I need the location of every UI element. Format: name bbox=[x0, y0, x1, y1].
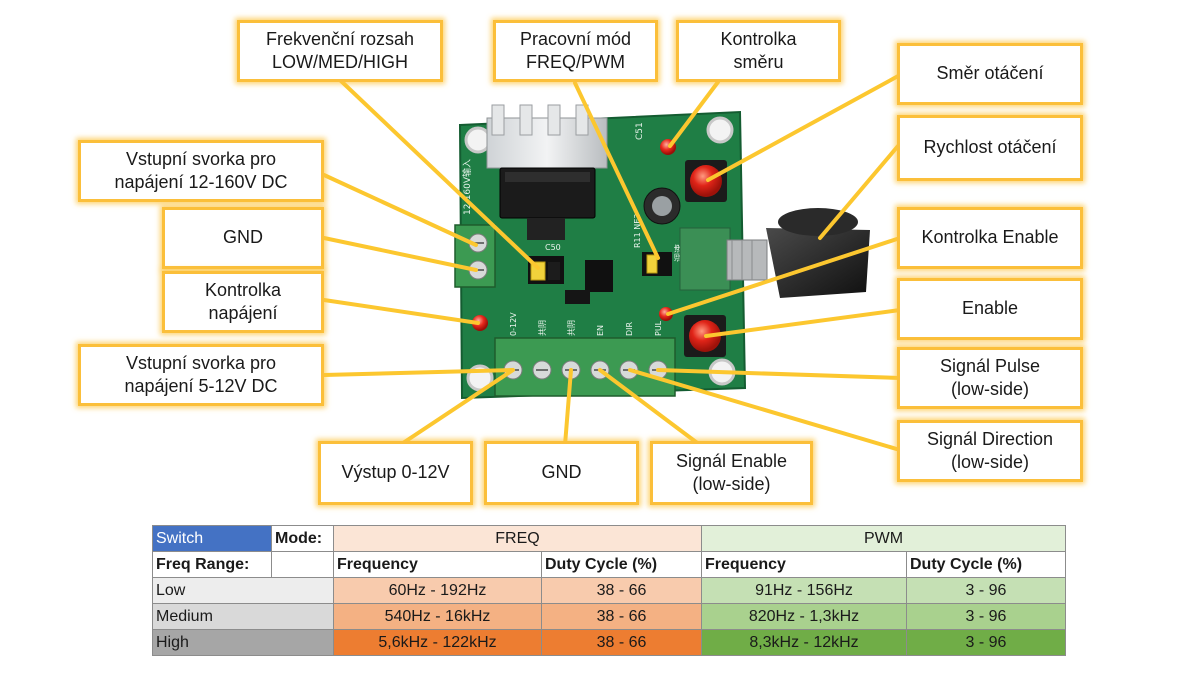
silk-term-1: 共阴 bbox=[538, 320, 547, 336]
pwm-duty-cell: 3 - 96 bbox=[906, 577, 1066, 604]
callout-gnd-left: GND bbox=[162, 207, 324, 269]
table-row: High 5,6kHz - 122kHz 38 - 66 8,3kHz - 12… bbox=[152, 629, 1066, 656]
callout-enable-led: Kontrolka Enable bbox=[897, 207, 1083, 269]
pwm-duty-cell: 3 - 96 bbox=[906, 629, 1066, 656]
pwm-group-header: PWM bbox=[701, 525, 1066, 552]
col-pwm-duty: Duty Cycle (%) bbox=[906, 551, 1066, 578]
switch-cell: Switch bbox=[152, 525, 272, 552]
mount-hole-tr bbox=[706, 116, 734, 144]
leader-freq-range bbox=[338, 78, 540, 270]
callout-gnd-bottom: GND bbox=[484, 441, 639, 505]
callout-input-12-160: Vstupní svorka pro napájení 12-160V DC bbox=[78, 140, 324, 202]
ic-chip bbox=[565, 260, 613, 304]
freq-range-jumper bbox=[528, 256, 564, 284]
leader-rotation-speed bbox=[818, 144, 900, 240]
callout-power-led: Kontrolka napájení bbox=[162, 271, 324, 333]
leader-enable bbox=[704, 308, 902, 338]
motor-controller-board: 12-160V输入 C51 C50 R11 NE3 调速 bbox=[322, 73, 902, 452]
row-name: High bbox=[152, 629, 334, 656]
leader-output-0-12 bbox=[398, 368, 515, 447]
table-subheader-row: Freq Range: Frequency Duty Cycle (%) Fre… bbox=[152, 551, 1066, 578]
table-header-row: Switch Mode: FREQ PWM bbox=[152, 525, 1066, 552]
freq-frequency-cell: 540Hz - 16kHz bbox=[333, 603, 542, 630]
callout-rotation-speed: Rychlost otáčení bbox=[897, 115, 1083, 181]
col-freq-frequency: Frequency bbox=[333, 551, 542, 578]
mode-table: Switch Mode: FREQ PWM Freq Range: Freque… bbox=[152, 525, 1066, 656]
table-row: Low 60Hz - 192Hz 38 - 66 91Hz - 156Hz 3 … bbox=[152, 577, 1066, 604]
silk-term-0: 0-12V bbox=[509, 312, 518, 336]
callout-signal-direction: Signál Direction (low-side) bbox=[897, 420, 1083, 482]
heatsink bbox=[486, 104, 608, 240]
leader-lines bbox=[322, 73, 902, 452]
silk-term-4: DIR bbox=[625, 321, 634, 336]
table-row: Medium 540Hz - 16kHz 38 - 66 820Hz - 1,3… bbox=[152, 603, 1066, 630]
leader-enable-led bbox=[666, 236, 902, 316]
silk-term-2: 共阴 bbox=[567, 320, 576, 336]
silk-term-5: PUL bbox=[654, 320, 663, 336]
row-name: Low bbox=[152, 577, 334, 604]
freq-duty-cell: 38 - 66 bbox=[541, 629, 702, 656]
callout-direction-led: Kontrolka směru bbox=[676, 20, 841, 82]
leader-gnd-bottom bbox=[563, 368, 573, 447]
col-pwm-frequency: Frequency bbox=[701, 551, 907, 578]
range-label-cell: Freq Range: bbox=[152, 551, 272, 578]
leader-work-mode bbox=[573, 81, 660, 260]
silk-c51: C51 bbox=[635, 122, 645, 140]
pwm-frequency-cell: 91Hz - 156Hz bbox=[701, 577, 907, 604]
callout-input-5-12: Vstupní svorka pro napájení 5-12V DC bbox=[78, 344, 324, 406]
callout-signal-pulse: Signál Pulse (low-side) bbox=[897, 347, 1083, 409]
freq-frequency-cell: 5,6kHz - 122kHz bbox=[333, 629, 542, 656]
col-freq-duty: Duty Cycle (%) bbox=[541, 551, 702, 578]
leader-rotation-dir bbox=[706, 73, 902, 182]
leader-signal-pulse bbox=[656, 368, 902, 380]
callout-rotation-dir: Směr otáčení bbox=[897, 43, 1083, 105]
leader-signal-direction bbox=[628, 368, 902, 452]
capacitor bbox=[643, 187, 681, 225]
silk-c50: C50 bbox=[545, 243, 561, 252]
leader-direction-led bbox=[668, 80, 720, 148]
freq-frequency-cell: 60Hz - 192Hz bbox=[333, 577, 542, 604]
callout-signal-enable: Signál Enable (low-side) bbox=[650, 441, 813, 505]
freq-group-header: FREQ bbox=[333, 525, 702, 552]
speed-potentiometer bbox=[679, 227, 768, 291]
pwm-frequency-cell: 8,3kHz - 12kHz bbox=[701, 629, 907, 656]
callout-freq-range: Frekvenční rozsah LOW/MED/HIGH bbox=[237, 20, 443, 82]
silk-term-3: EN bbox=[596, 325, 605, 336]
pwm-duty-cell: 3 - 96 bbox=[906, 603, 1066, 630]
input-terminal-12-160v bbox=[454, 224, 496, 288]
pwm-frequency-cell: 820Hz - 1,3kHz bbox=[701, 603, 907, 630]
blank-cell bbox=[271, 551, 334, 578]
leader-power-led bbox=[322, 298, 480, 325]
mode-label-cell: Mode: bbox=[271, 525, 334, 552]
callout-enable: Enable bbox=[897, 278, 1083, 340]
leader-gnd-left bbox=[322, 236, 478, 272]
silk-r-labels: R11 NE3 bbox=[633, 214, 642, 248]
freq-duty-cell: 38 - 66 bbox=[541, 603, 702, 630]
leader-input-12-160 bbox=[322, 173, 478, 247]
freq-duty-cell: 38 - 66 bbox=[541, 577, 702, 604]
callout-work-mode: Pracovní mód FREQ/PWM bbox=[493, 20, 658, 82]
callout-output-0-12: Výstup 0-12V bbox=[318, 441, 473, 505]
leader-input-5-12 bbox=[322, 368, 514, 377]
mount-hole-tl bbox=[464, 126, 492, 154]
leader-signal-enable bbox=[598, 368, 702, 447]
direction-button bbox=[685, 160, 727, 202]
row-name: Medium bbox=[152, 603, 334, 630]
signal-terminal-block: 0-12V 共阴 共阴 EN DIR PUL bbox=[494, 312, 676, 397]
